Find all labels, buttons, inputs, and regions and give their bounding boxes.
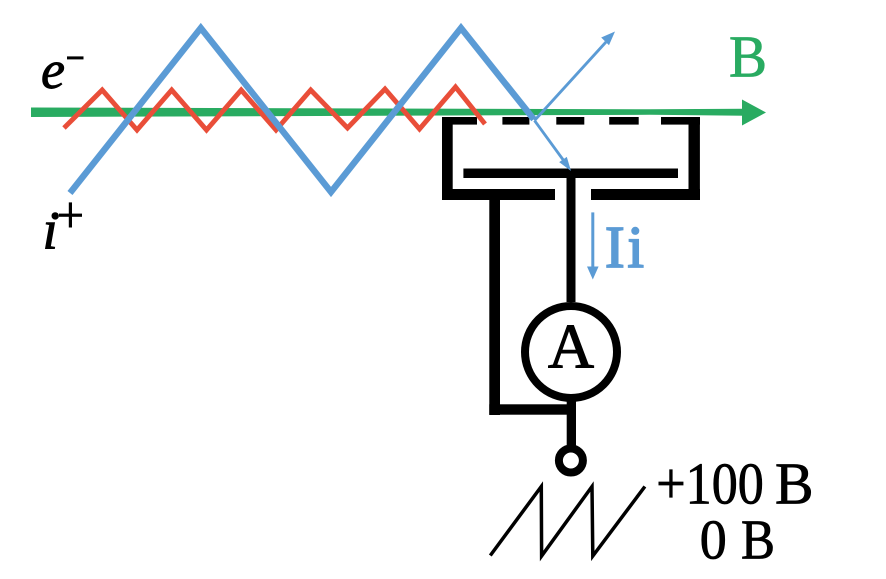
svg-text:e: e (41, 40, 65, 100)
svg-text:+100: +100 (656, 451, 764, 517)
svg-text:B: B (729, 24, 767, 90)
svg-text:Ii: Ii (605, 214, 647, 280)
svg-text:0: 0 (700, 510, 727, 572)
svg-text:ı: ı (43, 200, 59, 262)
svg-text:В: В (775, 451, 814, 517)
svg-text:В: В (741, 510, 775, 572)
svg-text:A: A (548, 311, 594, 382)
